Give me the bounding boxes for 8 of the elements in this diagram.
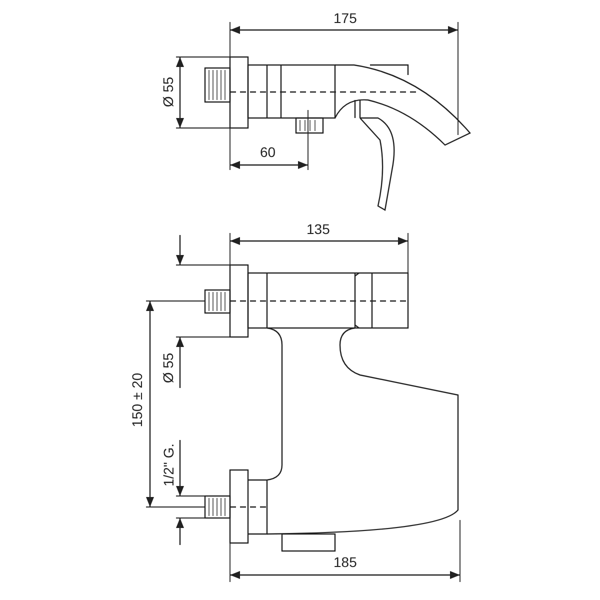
dimension-label: 135 [306,221,330,237]
dimension-label: 175 [334,10,357,26]
dimension-label: Ø 55 [160,352,176,384]
dimension-label: 1/2" G. [160,443,176,487]
dimension-label: 185 [334,554,357,570]
dimension-label: Ø 55 [160,76,176,108]
dimension-label: 150 ± 20 [129,372,146,428]
dimension-label: 60 [260,144,276,160]
